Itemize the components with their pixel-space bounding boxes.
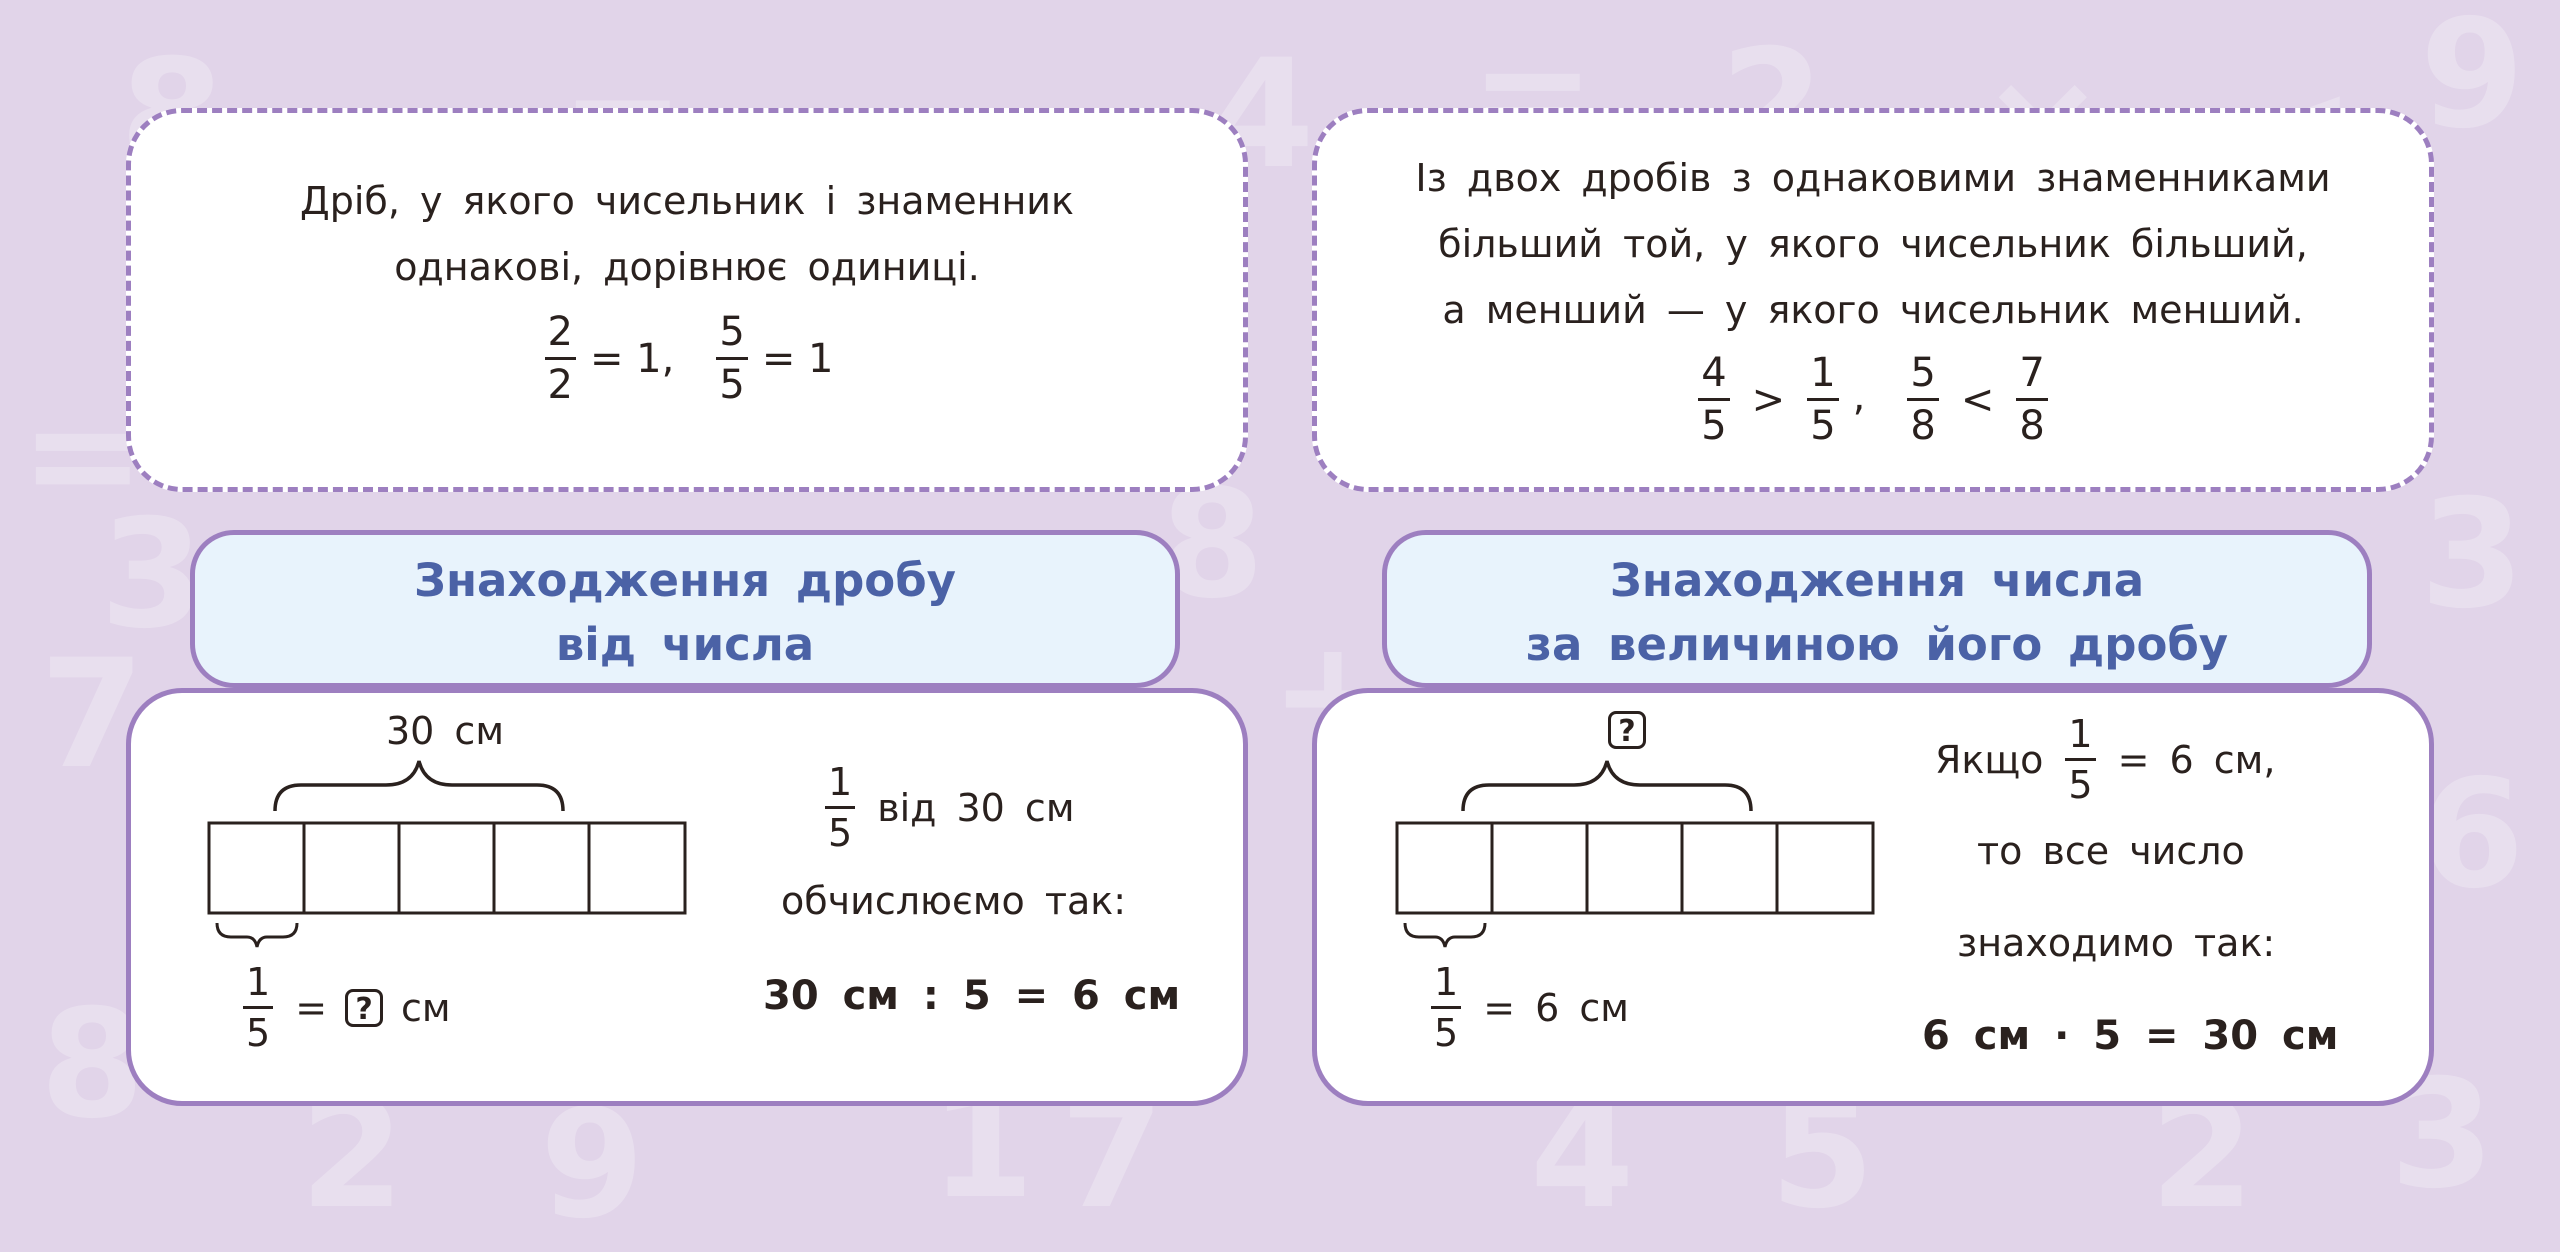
bg-digit: 3: [2420, 468, 2525, 642]
explain-text1: від 30 см: [877, 785, 1075, 830]
segment-diagram: [207, 760, 687, 948]
question-box: ?: [1608, 711, 1646, 749]
rule-equal-line2: однакові, дорівнює одиниці.: [394, 245, 980, 289]
comma: ,: [1852, 374, 1866, 420]
right-section-header: Знаходження числа за величиною його дроб…: [1382, 530, 2372, 688]
bottom-brace: [1403, 922, 1487, 948]
explain-text2: обчислюємо так:: [781, 879, 1127, 923]
part-result: = 6 см: [1483, 985, 1629, 1030]
segment-diagram: [1395, 760, 1875, 948]
unknown-total: ?: [1608, 711, 1646, 749]
left-title-line2: від числа: [555, 618, 815, 671]
rule-equal-card: Дріб, у якого чисельник і знаменник одна…: [126, 108, 1248, 492]
example-result: = 1,: [589, 335, 675, 382]
segment-bar: [207, 821, 687, 915]
bg-digit: 9: [540, 1078, 645, 1252]
equals: =: [295, 985, 328, 1030]
left-formula: 30 см : 5 = 6 см: [763, 973, 1181, 1019]
right-title-line2: за величиною його дробу: [1525, 618, 2229, 671]
rule-compare-line1: Із двох дробів з однаковими знаменниками: [1415, 156, 2331, 200]
right-formula: 6 см · 5 = 30 см: [1922, 1013, 2339, 1059]
example-result: = 1: [761, 335, 834, 382]
rule-compare-card: Із двох дробів з однаковими знаменниками…: [1312, 108, 2434, 492]
bg-digit: 9: [2420, 0, 2525, 162]
left-section-header: Знаходження дробу від числа: [190, 530, 1180, 688]
left-title-line1: Знаходження дробу: [414, 554, 956, 607]
segment-bar: [1395, 821, 1875, 915]
rule-compare-line3: а менший — у якого чисельник менший.: [1442, 288, 2304, 332]
bottom-brace: [215, 922, 299, 948]
right-title-line1: Знаходження числа: [1609, 554, 2145, 607]
compare-sign: <: [1960, 376, 1995, 423]
bg-digit: 3: [100, 488, 205, 662]
rule-equal-line1: Дріб, у якого чисельник і знаменник: [300, 179, 1074, 223]
bg-digit: =: [20, 368, 146, 542]
explain-if: Якщо: [1935, 737, 2044, 782]
explain-text3: знаходимо так:: [1957, 921, 2276, 965]
explain-text2: то все число: [1977, 829, 2245, 873]
unit: см: [401, 985, 451, 1030]
segment-label: 30 см: [386, 709, 504, 753]
bg-digit: 6: [2420, 748, 2525, 922]
top-brace: [273, 760, 565, 812]
question-box: ?: [345, 988, 384, 1027]
rule-compare-line2: більший той, у якого чисельник більший,: [1438, 222, 2308, 266]
top-brace: [1461, 760, 1753, 812]
compare-sign: >: [1751, 376, 1786, 423]
explain-rest: = 6 см,: [2117, 737, 2276, 782]
